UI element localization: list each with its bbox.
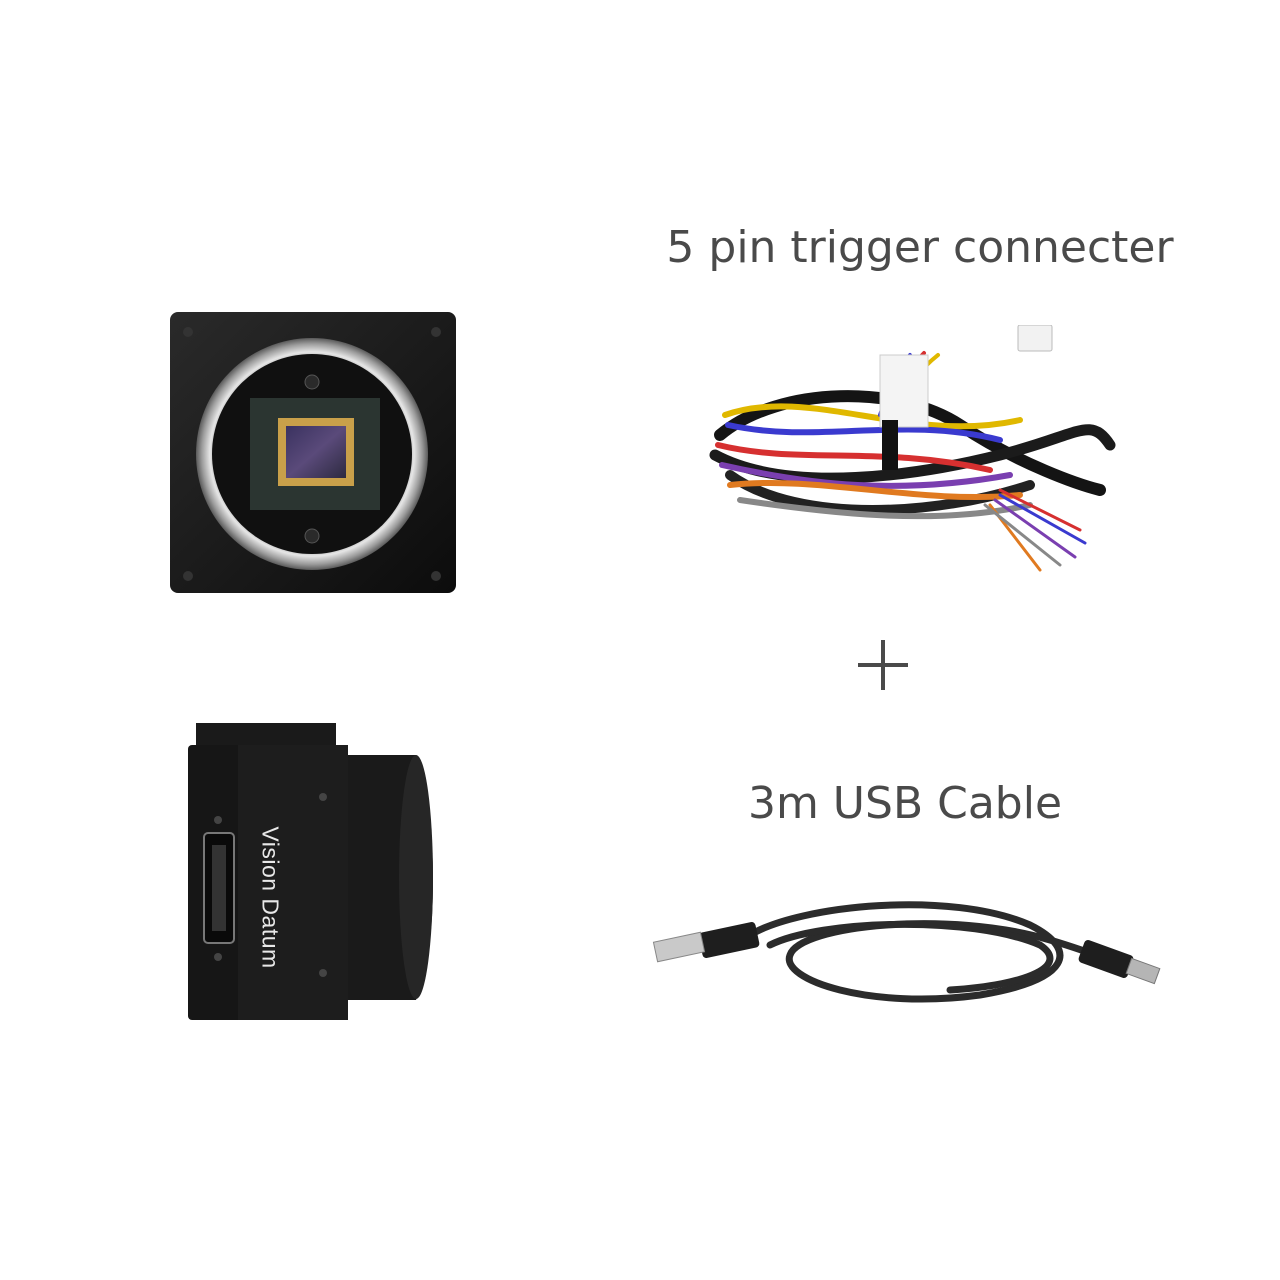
camera-brand-text: Vision Datum bbox=[257, 826, 284, 969]
usb-cable-label: 3m USB Cable bbox=[747, 778, 1063, 829]
trigger-connector-label: 5 pin trigger connecter bbox=[666, 222, 1174, 273]
camera-front-image bbox=[170, 312, 456, 593]
usb-cable-image bbox=[652, 901, 1161, 1003]
camera-side-image bbox=[188, 723, 433, 1020]
plus-icon bbox=[858, 640, 908, 690]
trigger-cable-image bbox=[709, 325, 1116, 572]
